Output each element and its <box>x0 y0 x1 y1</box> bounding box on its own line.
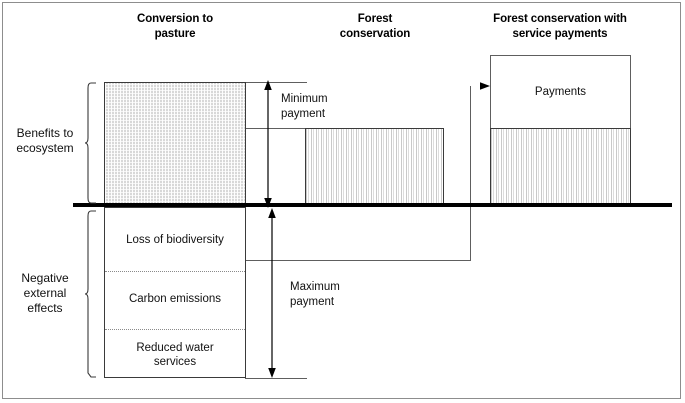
connector-vertical-to-payments <box>470 86 471 261</box>
column-title-conservation-payments-line2: service payments <box>512 28 608 40</box>
box-payments <box>490 55 631 129</box>
bar-conservation-benefits <box>305 128 444 206</box>
guide-line-benefits-top <box>245 128 307 129</box>
axis-label-benefits-to-ecosystem: Benefits to ecosystem <box>6 126 84 156</box>
bar-conservation-payments-benefits <box>490 128 631 206</box>
label-loss-of-biodiversity: Loss of biodiversity <box>126 234 224 246</box>
zero-baseline <box>73 203 672 207</box>
column-title-conversion-line1: Conversion to <box>136 13 213 25</box>
column-title-conservation: Forest conservation <box>305 12 445 42</box>
axis-label-benefits-line2: ecosystem <box>16 141 74 155</box>
column-title-conservation-payments-line1: Forest conservation with <box>493 13 627 25</box>
axis-label-negative-line3: effects <box>27 301 63 315</box>
label-reduced-water-services-line1: Reduced water <box>136 342 214 354</box>
guide-line-maximum-bottom <box>245 378 307 379</box>
separator-carbon-water <box>105 329 245 330</box>
annotation-minimum-payment-line2: payment <box>281 108 326 120</box>
label-reduced-water-services-line2: services <box>153 356 197 368</box>
axis-label-benefits-line1: Benefits to <box>16 126 74 140</box>
column-title-conversion-line2: pasture <box>154 28 196 40</box>
annotation-maximum-payment-line1: Maximum <box>290 281 340 293</box>
column-title-conservation-line1: Forest <box>357 13 393 25</box>
connector-horizontal-to-payments <box>245 260 471 261</box>
annotation-maximum-payment: Maximum payment <box>290 280 380 310</box>
axis-label-negative-line1: Negative <box>21 271 69 285</box>
label-carbon-emissions: Carbon emissions <box>128 293 222 305</box>
axis-label-negative-external-effects: Negative external effects <box>6 271 84 316</box>
guide-line-minimum-top <box>245 82 307 83</box>
column-title-conservation-line2: conservation <box>339 28 411 40</box>
label-payments: Payments <box>534 86 587 98</box>
separator-biodiversity-carbon <box>105 271 245 272</box>
figure-border <box>2 2 681 399</box>
label-reduced-water-services: Reduced water services <box>104 341 246 369</box>
axis-label-negative-line2: external <box>23 286 67 300</box>
column-title-conversion: Conversion to pasture <box>105 12 245 42</box>
bar-conversion-benefits <box>104 82 246 206</box>
annotation-maximum-payment-line2: payment <box>290 296 335 308</box>
annotation-minimum-payment: Minimum payment <box>281 92 361 122</box>
box-conversion-negative-effects <box>104 207 246 378</box>
column-title-conservation-payments: Forest conservation with service payment… <box>470 12 650 42</box>
annotation-minimum-payment-line1: Minimum <box>281 93 328 105</box>
